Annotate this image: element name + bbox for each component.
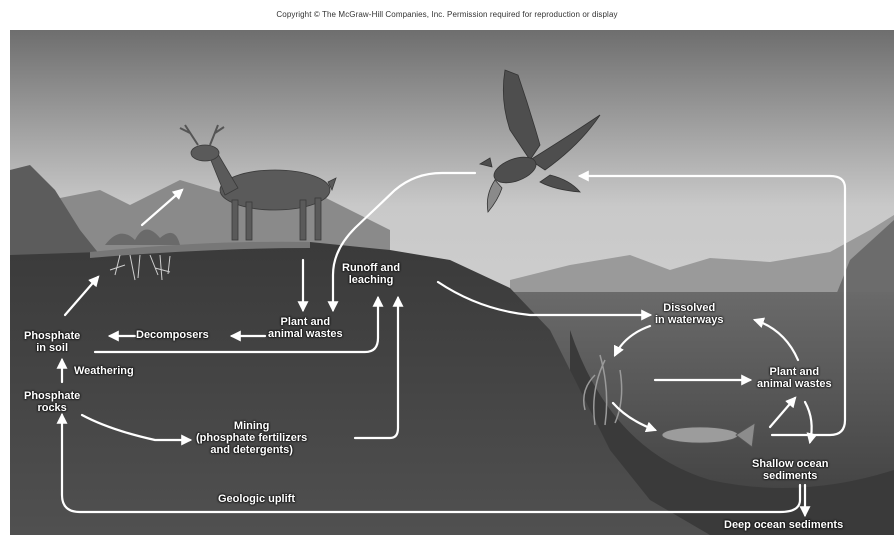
phosphate-rocks-label: Phosphate rocks xyxy=(24,390,80,414)
water-wastes-label: Plant and animal wastes xyxy=(757,366,832,390)
shallow-sediments-label: Shallow ocean sediments xyxy=(752,458,828,482)
runoff-label: Runoff and leaching xyxy=(342,262,400,286)
dissolved-line-2: in waterways xyxy=(655,314,723,326)
mining-line-1: Mining xyxy=(196,420,307,432)
phosphate-soil-line-1: Phosphate xyxy=(24,330,80,342)
phosphate-rocks-line-2: rocks xyxy=(24,402,80,414)
phosphate-in-soil-label: Phosphate in soil xyxy=(24,330,80,354)
shallow-line-2: sediments xyxy=(752,470,828,482)
water-wastes-line-2: animal wastes xyxy=(757,378,832,390)
geologic-uplift-label: Geologic uplift xyxy=(218,493,295,505)
runoff-line-1: Runoff and xyxy=(342,262,400,274)
weathering-label: Weathering xyxy=(74,365,134,377)
phosphate-rocks-line-1: Phosphate xyxy=(24,390,80,402)
land-wastes-line-2: animal wastes xyxy=(268,328,343,340)
land-wastes-line-1: Plant and xyxy=(268,316,343,328)
mining-line-2: (phosphate fertilizers xyxy=(196,432,307,444)
deep-sediments-label: Deep ocean sediments xyxy=(724,519,843,531)
water-wastes-line-1: Plant and xyxy=(757,366,832,378)
dissolved-label: Dissolved in waterways xyxy=(655,302,723,326)
runoff-line-2: leaching xyxy=(342,274,400,286)
shallow-line-1: Shallow ocean xyxy=(752,458,828,470)
dissolved-line-1: Dissolved xyxy=(655,302,723,314)
mining-label: Mining (phosphate fertilizers and deterg… xyxy=(196,420,307,456)
land-wastes-label: Plant and animal wastes xyxy=(268,316,343,340)
copyright-notice: Copyright © The McGraw-Hill Companies, I… xyxy=(0,10,894,19)
decomposers-label: Decomposers xyxy=(136,329,209,341)
phosphate-soil-line-2: in soil xyxy=(24,342,80,354)
phosphorus-cycle-diagram: Runoff and leaching Plant and animal was… xyxy=(10,30,894,535)
mining-line-3: and detergents) xyxy=(196,444,307,456)
